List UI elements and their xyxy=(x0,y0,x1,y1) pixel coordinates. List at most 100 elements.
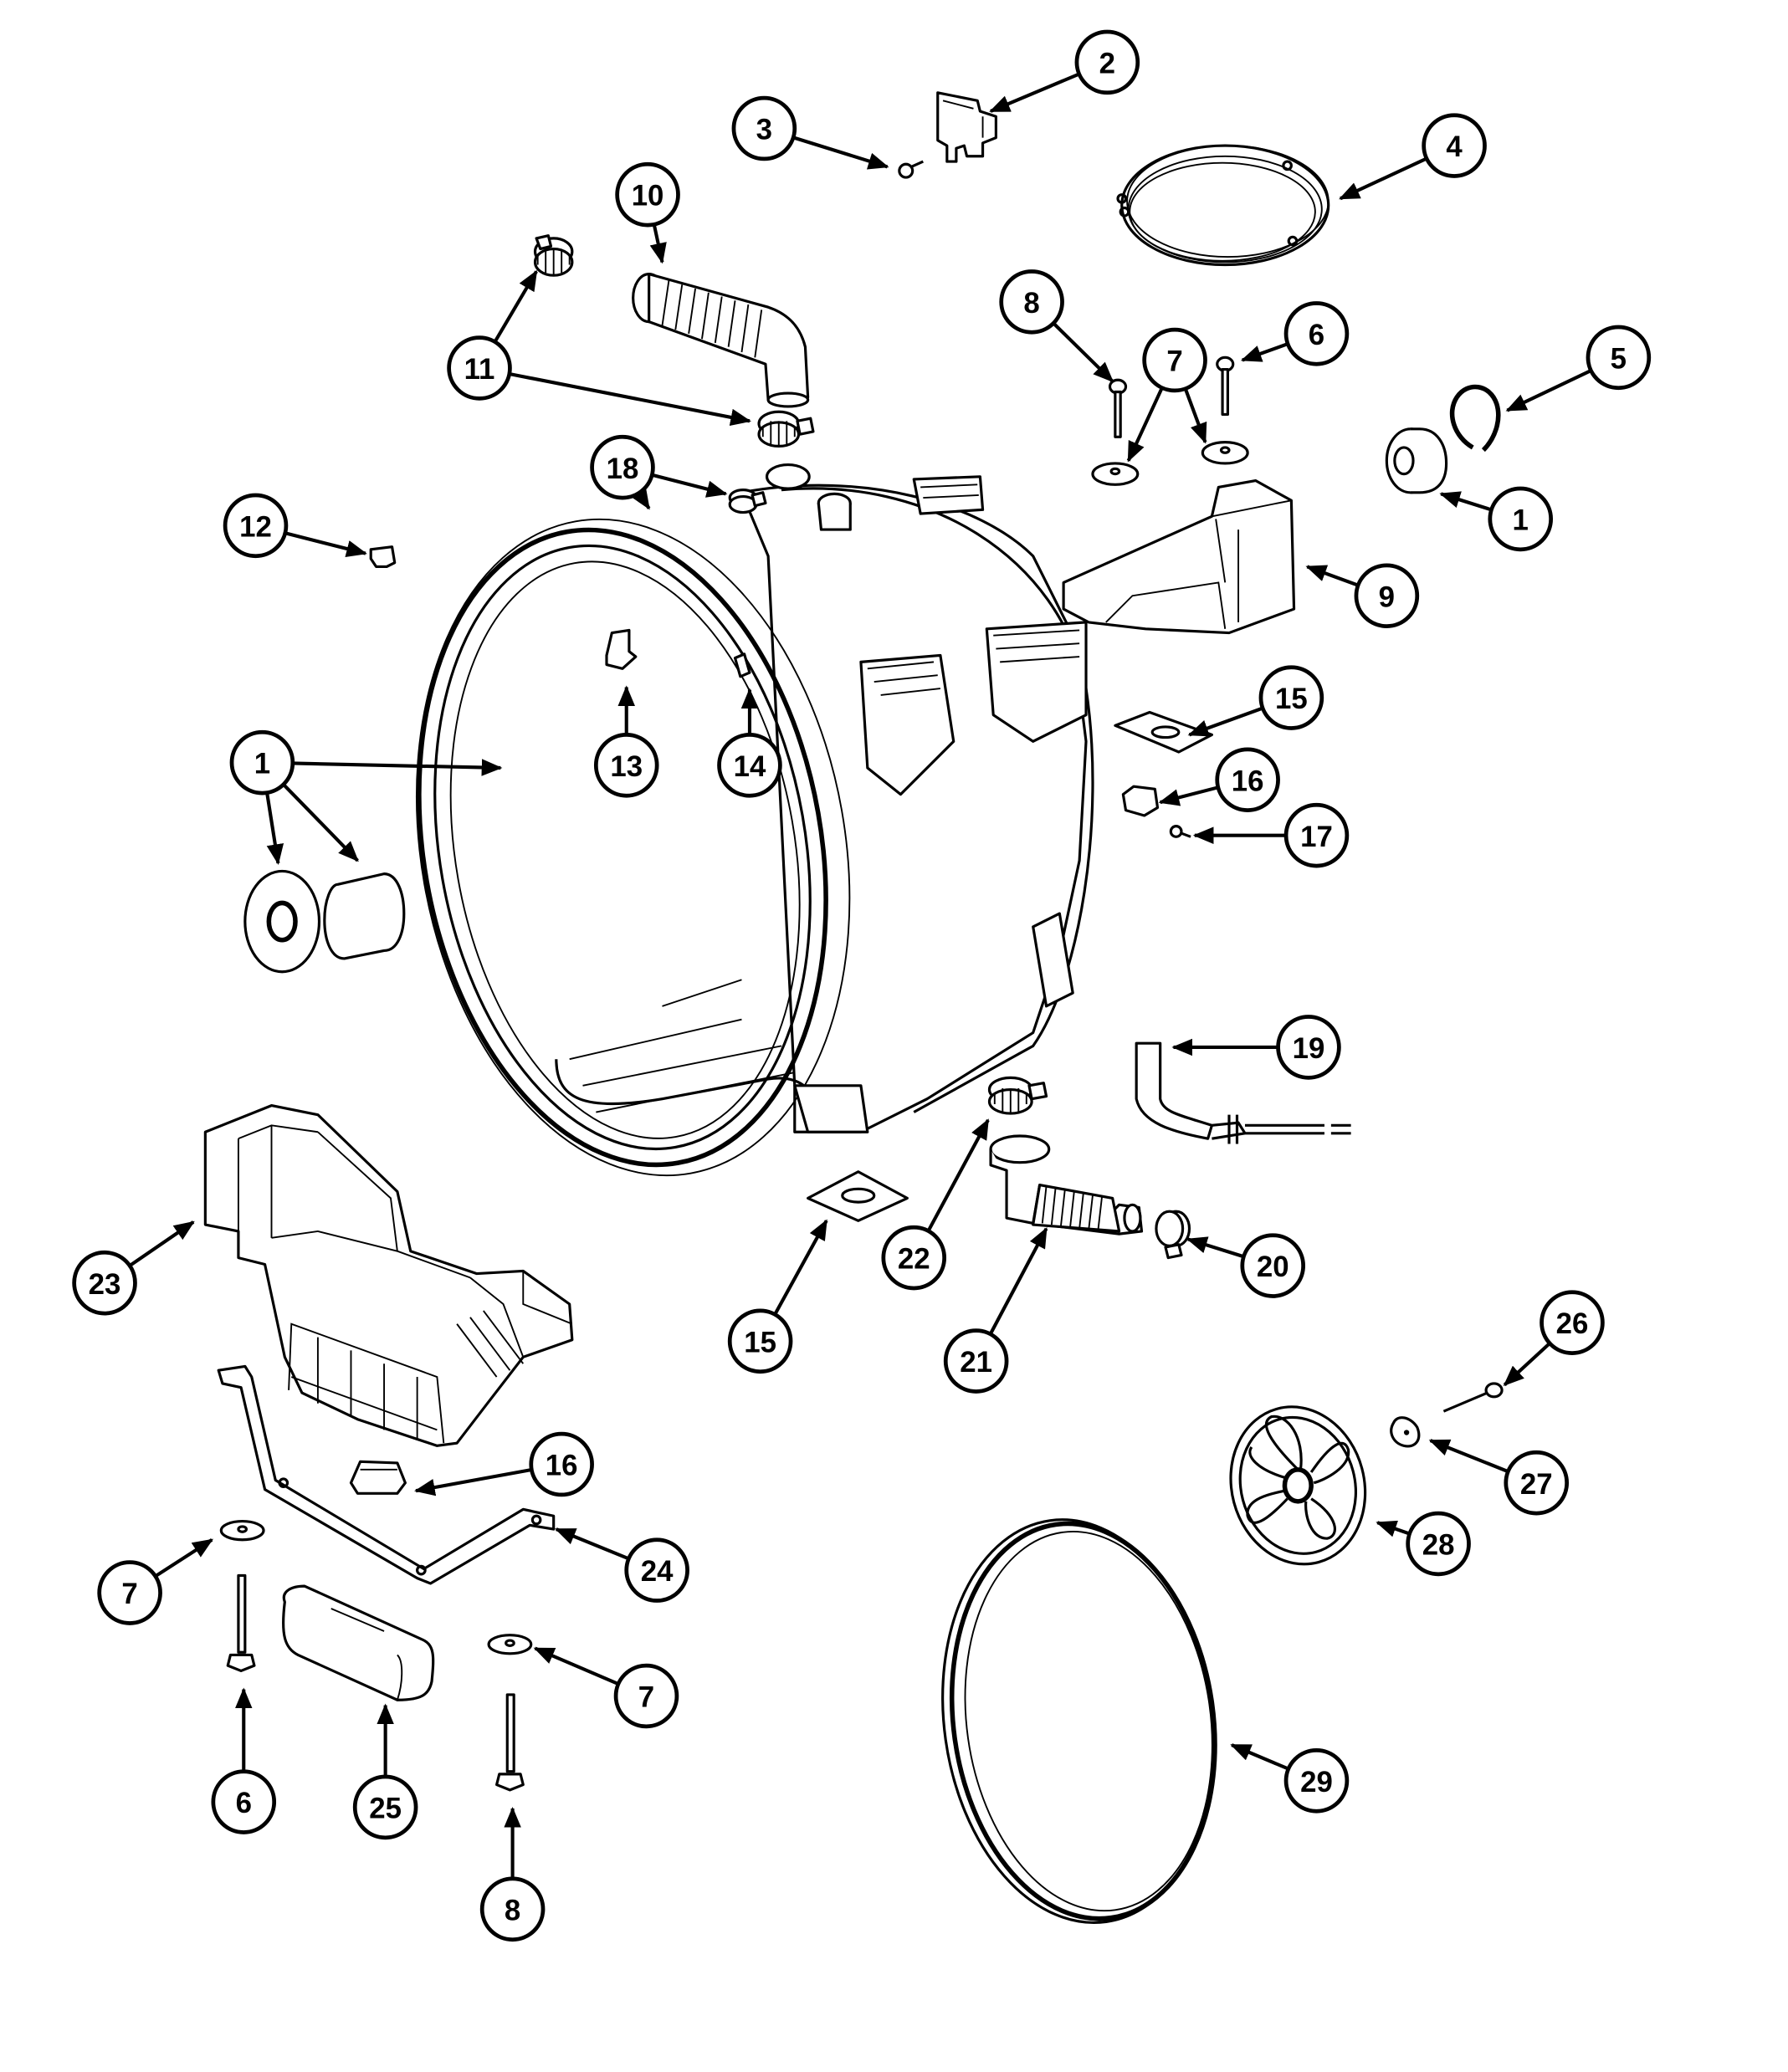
callout-number: 5 xyxy=(1611,342,1627,375)
pad-15-bottom-drawing xyxy=(807,1170,909,1222)
wire-coil-drawing xyxy=(1116,144,1330,267)
callout-circle xyxy=(352,1774,418,1840)
callout-14-clip[interactable]: 14 xyxy=(717,733,782,798)
weight-block-drawing xyxy=(1062,478,1296,635)
callout-circle xyxy=(593,733,659,798)
callout-number: 6 xyxy=(236,1787,252,1819)
callout-6-bolt[interactable]: 6 xyxy=(1283,301,1350,366)
callout-7-washer[interactable]: 7 xyxy=(1142,327,1207,393)
leader-arrow-1 xyxy=(292,759,503,776)
leader-arrow-27 xyxy=(1428,1439,1509,1474)
callout-circle xyxy=(1422,113,1487,178)
callout-number: 25 xyxy=(369,1793,402,1825)
callout-9-weight-block[interactable]: 9 xyxy=(1354,563,1420,629)
callout-11-hose-clamp[interactable]: 11 xyxy=(447,335,512,401)
leader-arrow-7 xyxy=(533,1646,619,1686)
pad-15-right-drawing xyxy=(1114,710,1213,754)
callout-12-clip[interactable]: 12 xyxy=(223,493,289,559)
callout-8-bolt[interactable]: 8 xyxy=(999,269,1064,335)
leader-arrow-7 xyxy=(154,1538,214,1578)
callout-number: 7 xyxy=(638,1681,654,1714)
callout-circle xyxy=(624,1537,689,1603)
bumper-16-right-drawing xyxy=(1121,785,1160,817)
callout-1-seal[interactable]: 1 xyxy=(1488,486,1554,552)
callout-6-bolt[interactable]: 6 xyxy=(211,1769,277,1834)
leader-arrow-16 xyxy=(414,1468,532,1496)
callout-28-tub-pulley[interactable]: 28 xyxy=(1406,1511,1471,1577)
callout-number: 16 xyxy=(546,1450,578,1482)
leader-arrow-7 xyxy=(1126,386,1164,463)
callout-15-pad[interactable]: 15 xyxy=(1258,665,1324,730)
leader-arrow-1 xyxy=(282,783,359,862)
leader-arrow-26 xyxy=(1503,1342,1551,1387)
callout-26-bolt[interactable]: 26 xyxy=(1540,1290,1605,1355)
pressure-hose-drawing xyxy=(1135,1041,1351,1144)
callout-2-switch-bracket[interactable]: 2 xyxy=(1074,29,1140,95)
callout-18-small-clamp[interactable]: 18 xyxy=(590,434,655,500)
callout-circle xyxy=(1354,563,1420,629)
callout-number: 7 xyxy=(1166,345,1182,378)
callout-21-sump-hose[interactable]: 21 xyxy=(943,1328,1009,1394)
leader-arrow-1 xyxy=(1439,491,1493,512)
callout-number: 22 xyxy=(898,1243,930,1276)
callout-number: 21 xyxy=(960,1346,992,1379)
leader-arrow-18 xyxy=(631,488,651,510)
bellows-hose-drawing xyxy=(632,273,810,408)
callout-number: 23 xyxy=(89,1268,121,1301)
callout-circle xyxy=(615,161,680,228)
parts-layer xyxy=(203,91,1504,1924)
callout-16-bumper[interactable]: 16 xyxy=(1215,747,1280,813)
washer-27-drawing xyxy=(1390,1416,1421,1448)
callout-19-pressure-hose[interactable]: 19 xyxy=(1276,1015,1341,1080)
leader-arrow-9 xyxy=(1305,565,1359,587)
callout-17-screw[interactable]: 17 xyxy=(1283,802,1350,868)
leader-arrow-6 xyxy=(1240,342,1288,362)
callout-7-washer[interactable]: 7 xyxy=(613,1663,679,1729)
callout-23-base-weight[interactable]: 23 xyxy=(72,1250,137,1316)
callout-25-weight[interactable]: 25 xyxy=(352,1774,418,1840)
callout-circle xyxy=(479,1876,546,1942)
callout-3-screw[interactable]: 3 xyxy=(731,95,797,161)
callout-1-tub-and-seals[interactable]: 1 xyxy=(229,729,295,796)
callout-10-bellows-hose[interactable]: 10 xyxy=(615,161,680,228)
callout-8-bolt[interactable]: 8 xyxy=(479,1876,546,1942)
callout-number: 27 xyxy=(1520,1468,1553,1501)
callout-number: 19 xyxy=(1293,1032,1325,1065)
callout-number: 3 xyxy=(756,114,772,146)
belt-drawing xyxy=(941,1518,1217,1924)
leader-arrow-28 xyxy=(1376,1520,1411,1537)
callout-27-washer[interactable]: 27 xyxy=(1504,1450,1570,1516)
callout-16-bumper[interactable]: 16 xyxy=(529,1431,594,1497)
callout-number: 10 xyxy=(632,180,664,212)
callout-7-washer[interactable]: 7 xyxy=(97,1560,162,1625)
leader-arrow-10 xyxy=(649,223,667,264)
bumper-16-bottom-drawing xyxy=(349,1460,407,1495)
callout-number: 2 xyxy=(1099,47,1115,79)
callout-20-clamp[interactable]: 20 xyxy=(1240,1233,1306,1298)
leader-arrow-8 xyxy=(1052,321,1114,383)
callout-29-drive-belt[interactable]: 29 xyxy=(1283,1748,1350,1814)
callout-4-wire-harness-coil[interactable]: 4 xyxy=(1422,113,1487,178)
callout-15-pad[interactable]: 15 xyxy=(727,1308,793,1374)
clamp-mid-drawing xyxy=(757,410,815,448)
washer-bottom-right-drawing xyxy=(487,1634,533,1655)
bolt-bottom-8-drawing xyxy=(495,1693,525,1792)
sump-hose-drawing xyxy=(989,1134,1144,1236)
callout-circle xyxy=(447,335,512,401)
callout-circle xyxy=(1540,1290,1605,1355)
callout-circle xyxy=(613,1663,679,1729)
callout-number: 29 xyxy=(1300,1766,1333,1798)
bolt-top-8-drawing xyxy=(1108,378,1128,438)
callout-5-retaining-ring[interactable]: 5 xyxy=(1586,325,1652,391)
callout-circle xyxy=(1283,802,1350,868)
callout-circle xyxy=(1142,327,1207,393)
callout-24-support-bracket[interactable]: 24 xyxy=(624,1537,689,1603)
callout-22-clamp[interactable]: 22 xyxy=(881,1225,947,1291)
callout-13-bracket[interactable]: 13 xyxy=(593,733,659,798)
callout-circle xyxy=(1074,29,1140,95)
leader-arrow-15 xyxy=(1187,706,1263,737)
callout-number: 16 xyxy=(1232,765,1264,797)
callout-number: 1 xyxy=(1513,504,1529,537)
